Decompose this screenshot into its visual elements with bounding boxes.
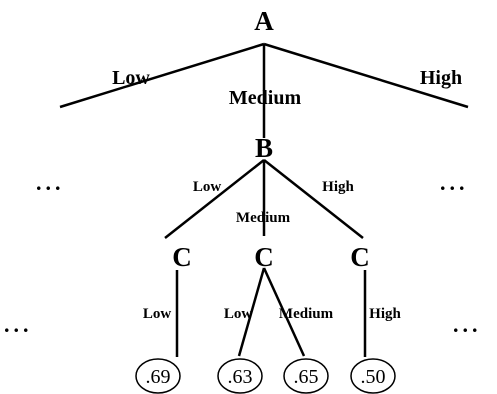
edge-a-high-label: High	[420, 67, 462, 89]
edge-c-mid-medium-label: Medium	[279, 306, 334, 322]
edge-a-low-label: Low	[112, 67, 150, 89]
leaf-1-value: .69	[146, 366, 171, 388]
leaf-3-circle	[283, 358, 329, 394]
ellipsis-mid-left: ...	[36, 170, 65, 195]
node-c-left-label: C	[172, 242, 192, 272]
edge-b-high	[263, 159, 364, 239]
edge-a-high	[263, 42, 469, 109]
leaf-1-circle	[135, 358, 181, 394]
edge-c-right-high-label: High	[369, 306, 401, 322]
edge-b-low-label: Low	[193, 179, 222, 195]
ellipsis-mid-right: ...	[440, 170, 469, 195]
edge-c-mid-low	[237, 267, 266, 357]
edge-b-low	[164, 159, 265, 239]
edge-b-high-label: High	[322, 179, 354, 195]
leaf-3-value: .65	[294, 366, 319, 388]
leaf-2-circle	[217, 358, 263, 394]
edge-a-medium-label: Medium	[229, 87, 302, 109]
node-c-mid-label: C	[254, 242, 274, 272]
ellipsis-bottom-right: ...	[453, 312, 482, 337]
leaf-4-value: .50	[361, 366, 386, 388]
edge-c-mid-low-label: Low	[224, 306, 253, 322]
node-b-label: B	[255, 133, 273, 163]
edge-a-low	[59, 42, 265, 109]
edge-c-mid-medium	[262, 267, 306, 357]
edge-c-left-low-label: Low	[143, 306, 172, 322]
leaf-4-circle	[350, 358, 396, 394]
edge-b-medium-label: Medium	[236, 210, 291, 226]
node-c-right-label: C	[350, 242, 370, 272]
leaf-2-value: .63	[228, 366, 253, 388]
ellipsis-bottom-left: ...	[4, 312, 33, 337]
node-a-label: A	[254, 6, 274, 36]
